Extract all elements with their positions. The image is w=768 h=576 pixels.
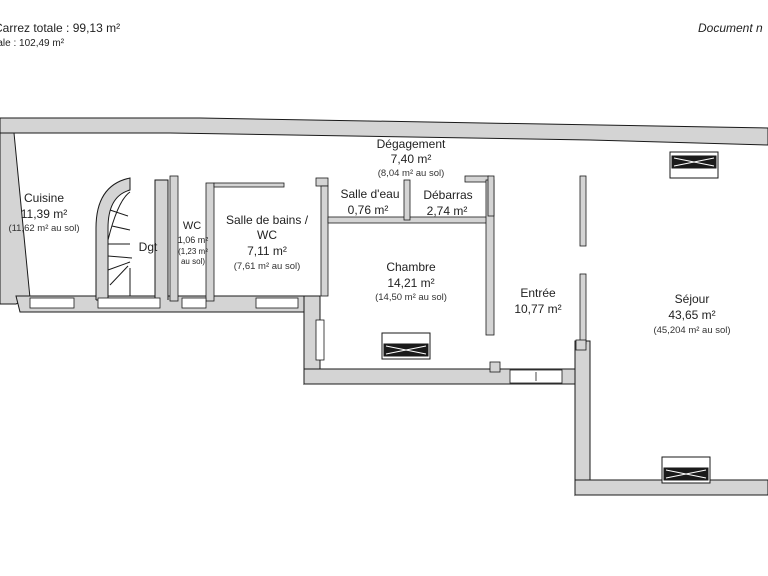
total-label: Totale : (0, 38, 17, 49)
wc-name: WC (183, 220, 201, 232)
interior-walls (169, 175, 587, 373)
debarras-area: 2,74 m² (427, 204, 468, 218)
carrez-value: 99,13 m² (72, 21, 121, 35)
debarras-name: Débarras (423, 188, 472, 202)
total-area: Totale : 102,49 m² (0, 38, 64, 49)
radiators (381, 151, 719, 484)
chambre-floor: (14,50 m² au sol) (375, 292, 447, 303)
sejour-area: 43,65 m² (668, 308, 715, 322)
room-degagement: Dégagement 7,40 m² (8,04 m² au sol) (377, 137, 446, 179)
room-salle-deau: Salle d'eau 0,76 m² (340, 187, 399, 217)
room-dgt: Dgt (139, 240, 158, 254)
cuisine-name: Cuisine (24, 191, 64, 205)
sejour-name: Séjour (675, 292, 710, 306)
cuisine-area: 11,39 m² (21, 207, 67, 221)
sdb-name-2: WC (257, 228, 277, 242)
entree-name: Entrée (520, 286, 556, 300)
room-salle-de-bains: Salle de bains / WC 7,11 m² (7,61 m² au … (226, 213, 309, 272)
document-note: Document n (698, 21, 763, 35)
degagement-area: 7,40 m² (391, 152, 432, 166)
carrez-total: Carrez totale : 99,13 m² (0, 21, 120, 35)
wc-area: 1,06 m² (178, 235, 209, 245)
cuisine-floor: (11,62 m² au sol) (8, 223, 79, 234)
salle-deau-area: 0,76 m² (348, 203, 389, 217)
salle-deau-name: Salle d'eau (340, 187, 399, 201)
outer-walls (0, 117, 768, 497)
sdb-name-1: Salle de bains / (226, 213, 309, 227)
degagement-name: Dégagement (377, 137, 446, 151)
total-value: 102,49 m² (19, 38, 65, 49)
room-chambre: Chambre 14,21 m² (14,50 m² au sol) (375, 260, 447, 303)
wc-floor-2: au sol) (181, 257, 205, 266)
room-cuisine: Cuisine 11,39 m² (11,62 m² au sol) (8, 191, 79, 234)
entree-area: 10,77 m² (514, 302, 561, 316)
windows (29, 297, 563, 384)
room-wc: WC 1,06 m² (1,23 m² au sol) (178, 220, 209, 266)
chambre-name: Chambre (386, 260, 436, 274)
chambre-area: 14,21 m² (387, 276, 434, 290)
dgt-name: Dgt (139, 240, 158, 254)
wc-floor-1: (1,23 m² (178, 247, 208, 256)
sdb-floor: (7,61 m² au sol) (234, 261, 301, 272)
degagement-floor: (8,04 m² au sol) (378, 168, 445, 179)
room-debarras: Débarras 2,74 m² (423, 188, 472, 218)
room-sejour: Séjour 43,65 m² (45,204 m² au sol) (653, 292, 730, 336)
spiral-staircase (95, 177, 169, 301)
sejour-floor: (45,204 m² au sol) (653, 325, 730, 336)
carrez-label: Carrez totale : (0, 21, 70, 35)
room-entree: Entrée 10,77 m² (514, 286, 561, 316)
sdb-area: 7,11 m² (247, 244, 287, 258)
